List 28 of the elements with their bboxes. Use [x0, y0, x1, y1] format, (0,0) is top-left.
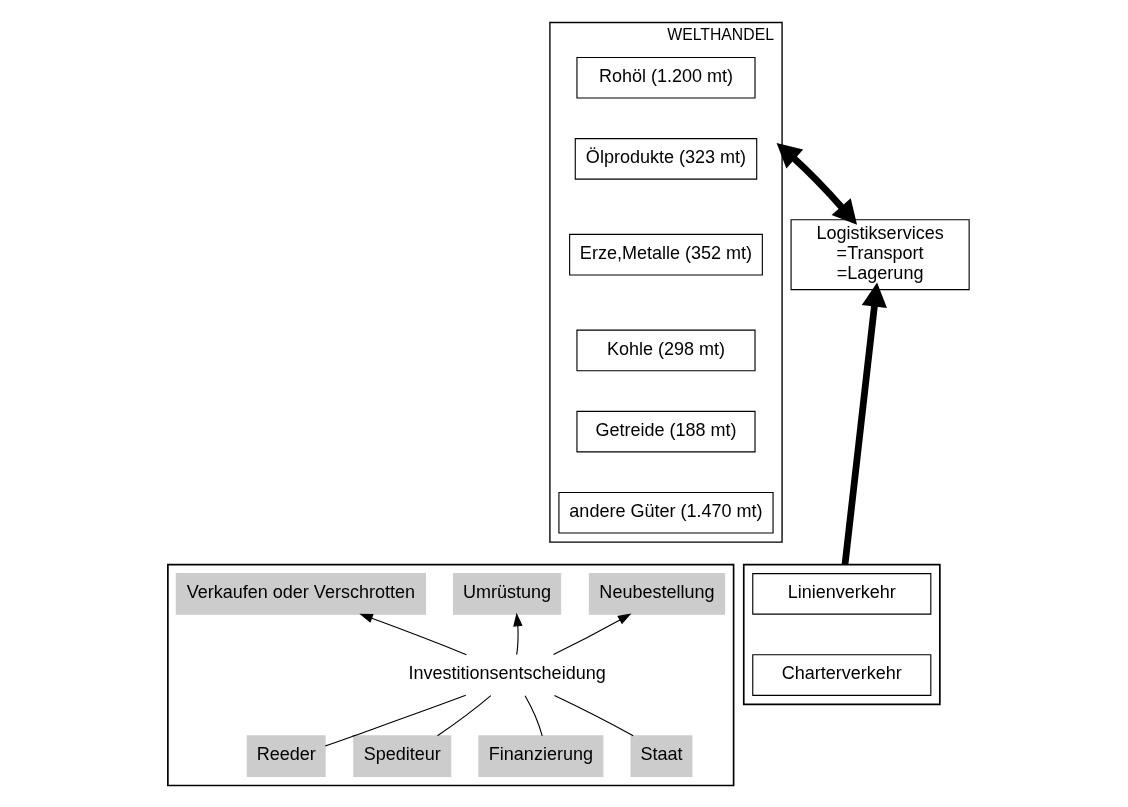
- cluster: [167, 563, 735, 786]
- node-box: Ölprodukte (323 mt): [574, 137, 758, 180]
- node-box: Charterverkehr: [752, 653, 932, 696]
- node-box: Linienverkehr: [752, 572, 932, 615]
- node-box: Staat: [630, 734, 693, 777]
- arrow: [359, 613, 467, 655]
- node-box: Reeder: [246, 734, 326, 777]
- arrow: [552, 612, 632, 655]
- node-box: Rohöl (1.200 mt): [576, 56, 756, 99]
- connector: [436, 694, 492, 736]
- node-box: Erze,Metalle (352 mt): [569, 233, 763, 276]
- node-box: Spediteur: [353, 734, 452, 777]
- node-box: Verkaufen oder Verschrotten: [175, 572, 426, 615]
- arrow: [776, 142, 858, 225]
- node-box: Finanzierung: [478, 734, 604, 777]
- node-box: Umrüstung: [453, 572, 562, 615]
- node-box: Kohle (298 mt): [576, 329, 756, 371]
- connector: [553, 694, 634, 736]
- node-text: Investitionsentscheidung: [408, 662, 606, 683]
- node-box: Getreide (188 mt): [576, 410, 756, 452]
- connector: [324, 694, 467, 746]
- node-box: Neubestellung: [588, 572, 726, 615]
- arrow: [513, 612, 523, 655]
- node-box: Logistikservices =Transport =Lagerung: [790, 218, 970, 290]
- connector: [524, 694, 543, 736]
- arrow: [841, 281, 887, 565]
- cluster: [742, 563, 941, 705]
- node-box: andere Güter (1.470 mt): [558, 491, 774, 534]
